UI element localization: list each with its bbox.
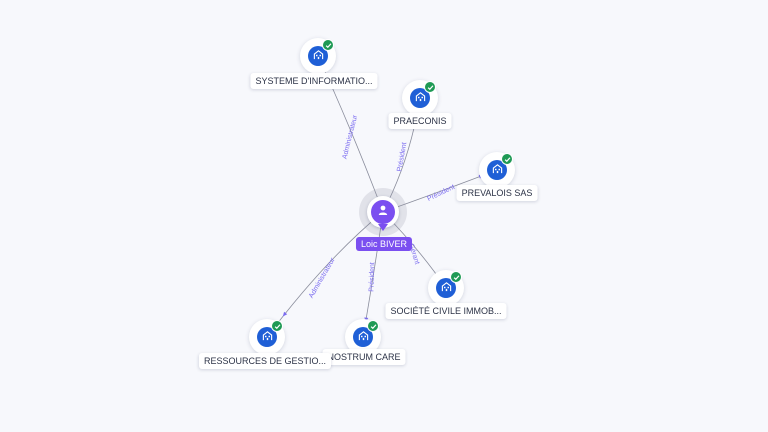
company-node[interactable] <box>300 38 336 74</box>
company-node-disc <box>487 160 507 180</box>
verified-check-icon <box>322 39 334 51</box>
building-icon <box>415 89 426 107</box>
company-label[interactable]: SOCIÉTÉ CIVILE IMMOB... <box>385 303 507 319</box>
company-node-disc <box>308 46 328 66</box>
relation-label: Administrateur <box>341 114 359 160</box>
building-icon <box>358 328 369 346</box>
building-icon <box>262 328 273 346</box>
verified-check-icon <box>271 320 283 332</box>
company-node[interactable] <box>249 319 285 355</box>
company-node-disc <box>353 327 373 347</box>
relation-arrow-icon <box>282 311 288 317</box>
center-person-label[interactable]: Loic BIVER <box>355 237 413 251</box>
company-label[interactable]: SYSTEME D'INFORMATIO... <box>250 73 378 89</box>
verified-check-icon <box>367 320 379 332</box>
center-node-pointer <box>378 224 388 231</box>
building-icon <box>441 279 452 297</box>
relation-label: Président <box>426 184 456 203</box>
relation-edge <box>266 211 384 338</box>
company-node-disc <box>436 278 456 298</box>
company-label[interactable]: PREVALOIS SAS <box>456 185 538 201</box>
company-node-disc <box>257 327 277 347</box>
building-icon <box>492 161 503 179</box>
building-icon <box>313 47 324 65</box>
company-node[interactable] <box>402 80 438 116</box>
relation-label: Administrateur <box>308 256 337 299</box>
verified-check-icon <box>424 81 436 93</box>
company-label[interactable]: RESSOURCES DE GESTIO... <box>198 353 332 369</box>
relation-label: Président <box>396 142 408 172</box>
relation-label: Président <box>368 262 376 292</box>
company-node-disc <box>410 88 430 108</box>
center-node-core <box>371 200 395 224</box>
verified-check-icon <box>450 271 462 283</box>
company-label[interactable]: NOSTRUM CARE <box>322 349 406 365</box>
verified-check-icon <box>501 153 513 165</box>
company-node[interactable] <box>428 270 464 306</box>
company-node[interactable] <box>479 152 515 188</box>
company-label[interactable]: PRAECONIS <box>388 113 452 129</box>
person-icon <box>377 203 389 221</box>
